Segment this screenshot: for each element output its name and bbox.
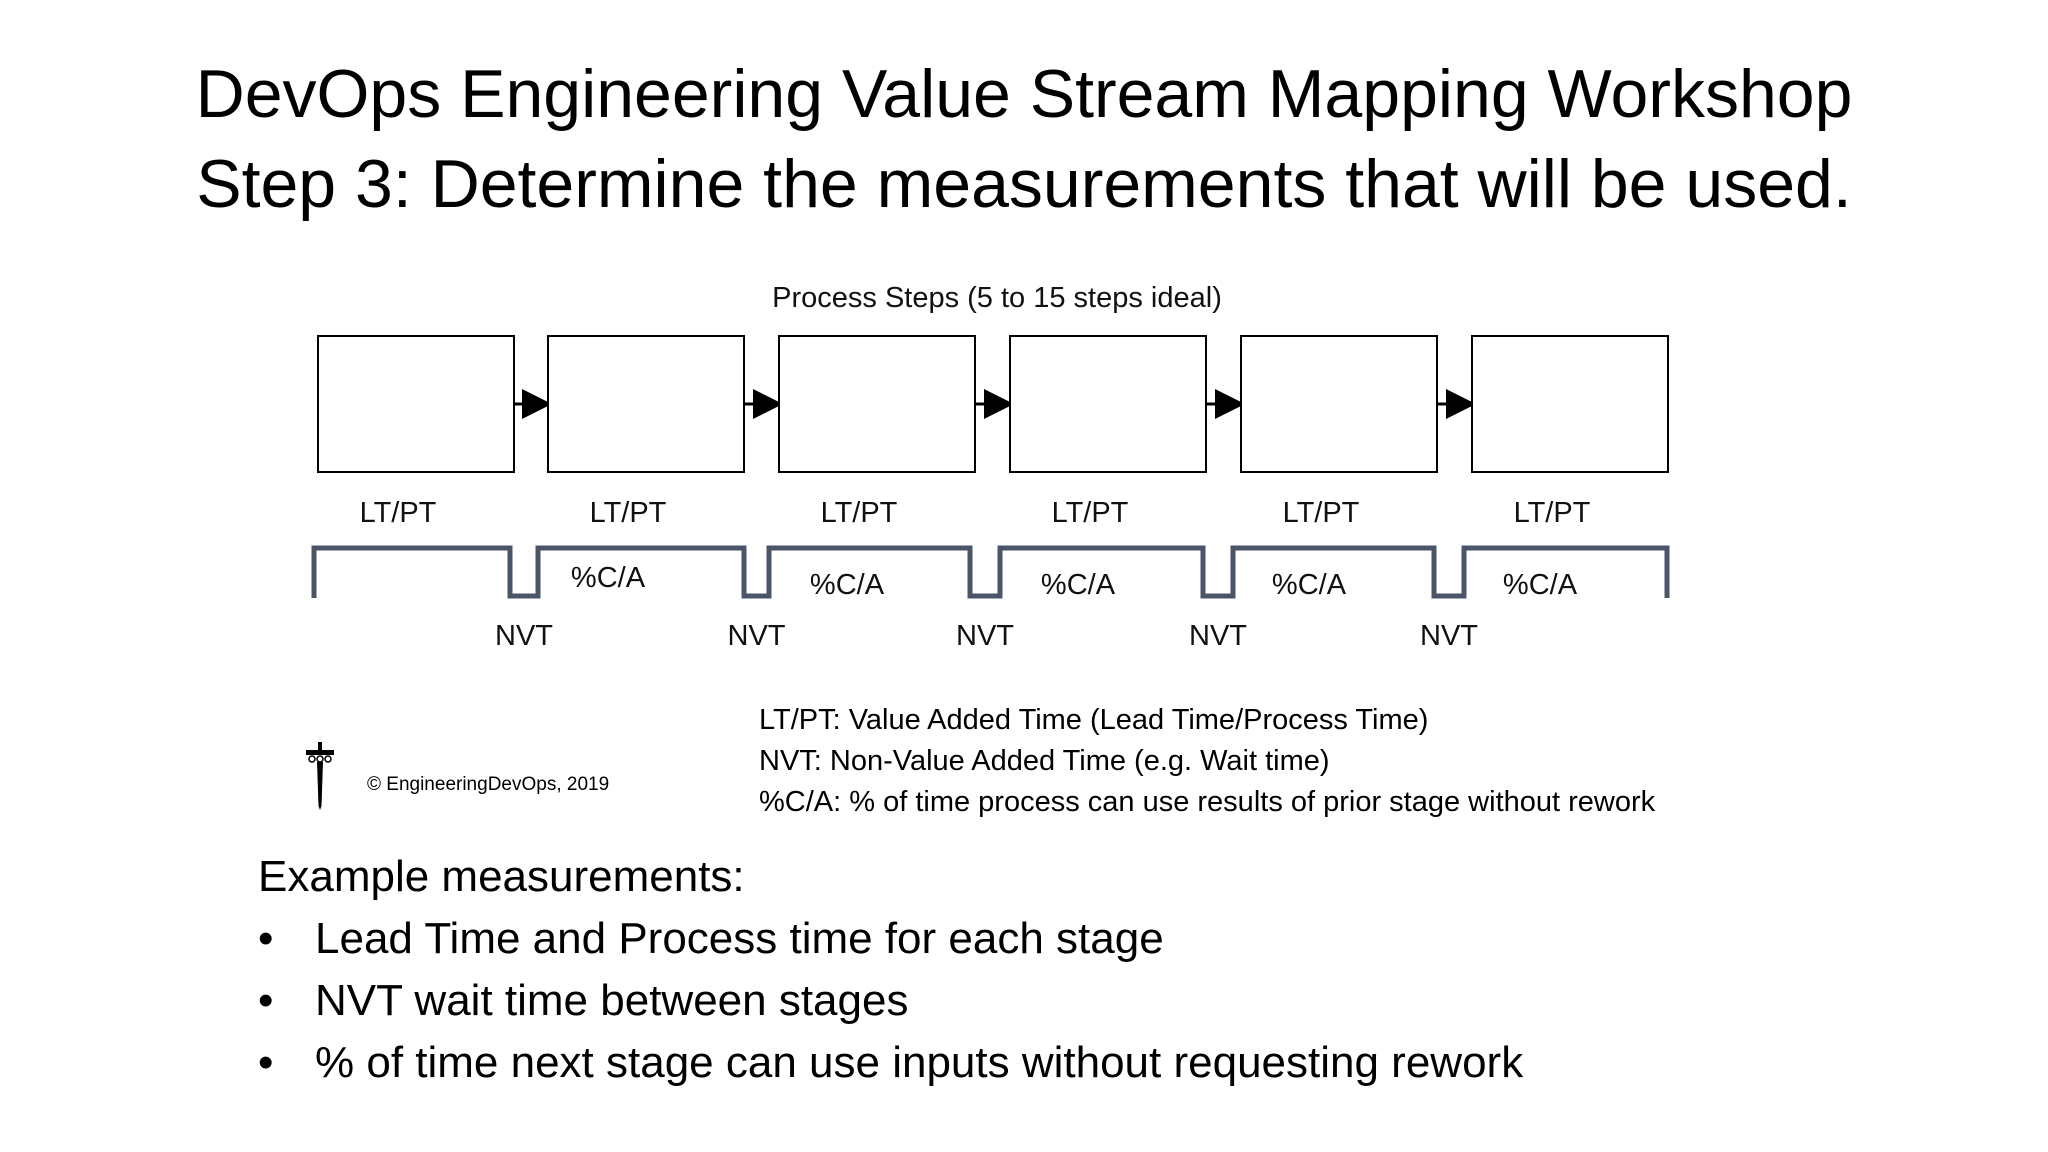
slide-title-line-1: DevOps Engineering Value Stream Mapping … <box>195 56 1853 132</box>
sword-logo-icon <box>306 742 334 810</box>
list-item: • % of time next stage can use inputs wi… <box>258 1032 1523 1094</box>
list-item: • NVT wait time between stages <box>258 970 1523 1032</box>
slide-title-line-2: Step 3: Determine the measurements that … <box>196 146 1852 222</box>
ca-label: %C/A <box>1503 569 1578 601</box>
lt-pt-label: LT/PT <box>1283 497 1360 529</box>
lt-pt-label: LT/PT <box>1514 497 1591 529</box>
bullet: • <box>258 1038 274 1087</box>
list-item-text: % of time next stage can use inputs with… <box>315 1038 1524 1087</box>
process-step-box <box>1240 335 1438 473</box>
nvt-label: NVT <box>1420 620 1478 652</box>
list-item: • Lead Time and Process time for each st… <box>258 908 1523 970</box>
process-step-box <box>547 335 745 473</box>
ca-label: %C/A <box>810 569 885 601</box>
lt-pt-label: LT/PT <box>360 497 437 529</box>
nvt-label: NVT <box>728 620 786 652</box>
ca-label: %C/A <box>1041 569 1116 601</box>
bullet: • <box>258 914 274 963</box>
legend-nvt: NVT: Non-Value Added Time (e.g. Wait tim… <box>759 745 1330 777</box>
example-measurements: Example measurements: • Lead Time and Pr… <box>258 846 1523 1094</box>
process-step-box <box>1009 335 1207 473</box>
lt-pt-label: LT/PT <box>590 497 667 529</box>
process-step-box <box>317 335 515 473</box>
copyright: © EngineeringDevOps, 2019 <box>367 774 610 795</box>
nvt-label: NVT <box>495 620 553 652</box>
timeline-wave <box>311 545 1670 599</box>
lt-pt-label: LT/PT <box>1052 497 1129 529</box>
ca-label: %C/A <box>571 562 646 594</box>
examples-heading: Example measurements: <box>258 852 745 901</box>
process-step-box <box>778 335 976 473</box>
list-item-text: Lead Time and Process time for each stag… <box>315 914 1164 963</box>
ca-label: %C/A <box>1272 569 1347 601</box>
bullet: • <box>258 976 274 1025</box>
legend-ca: %C/A: % of time process can use results … <box>759 786 1656 818</box>
nvt-label: NVT <box>956 620 1014 652</box>
diagram-heading: Process Steps (5 to 15 steps ideal) <box>772 282 1222 314</box>
legend-ltpt: LT/PT: Value Added Time (Lead Time/Proce… <box>759 704 1429 736</box>
legend: LT/PT: Value Added Time (Lead Time/Proce… <box>759 700 1655 823</box>
nvt-label: NVT <box>1189 620 1247 652</box>
lt-pt-label: LT/PT <box>821 497 898 529</box>
process-step-box <box>1471 335 1669 473</box>
list-item-text: NVT wait time between stages <box>315 976 909 1025</box>
